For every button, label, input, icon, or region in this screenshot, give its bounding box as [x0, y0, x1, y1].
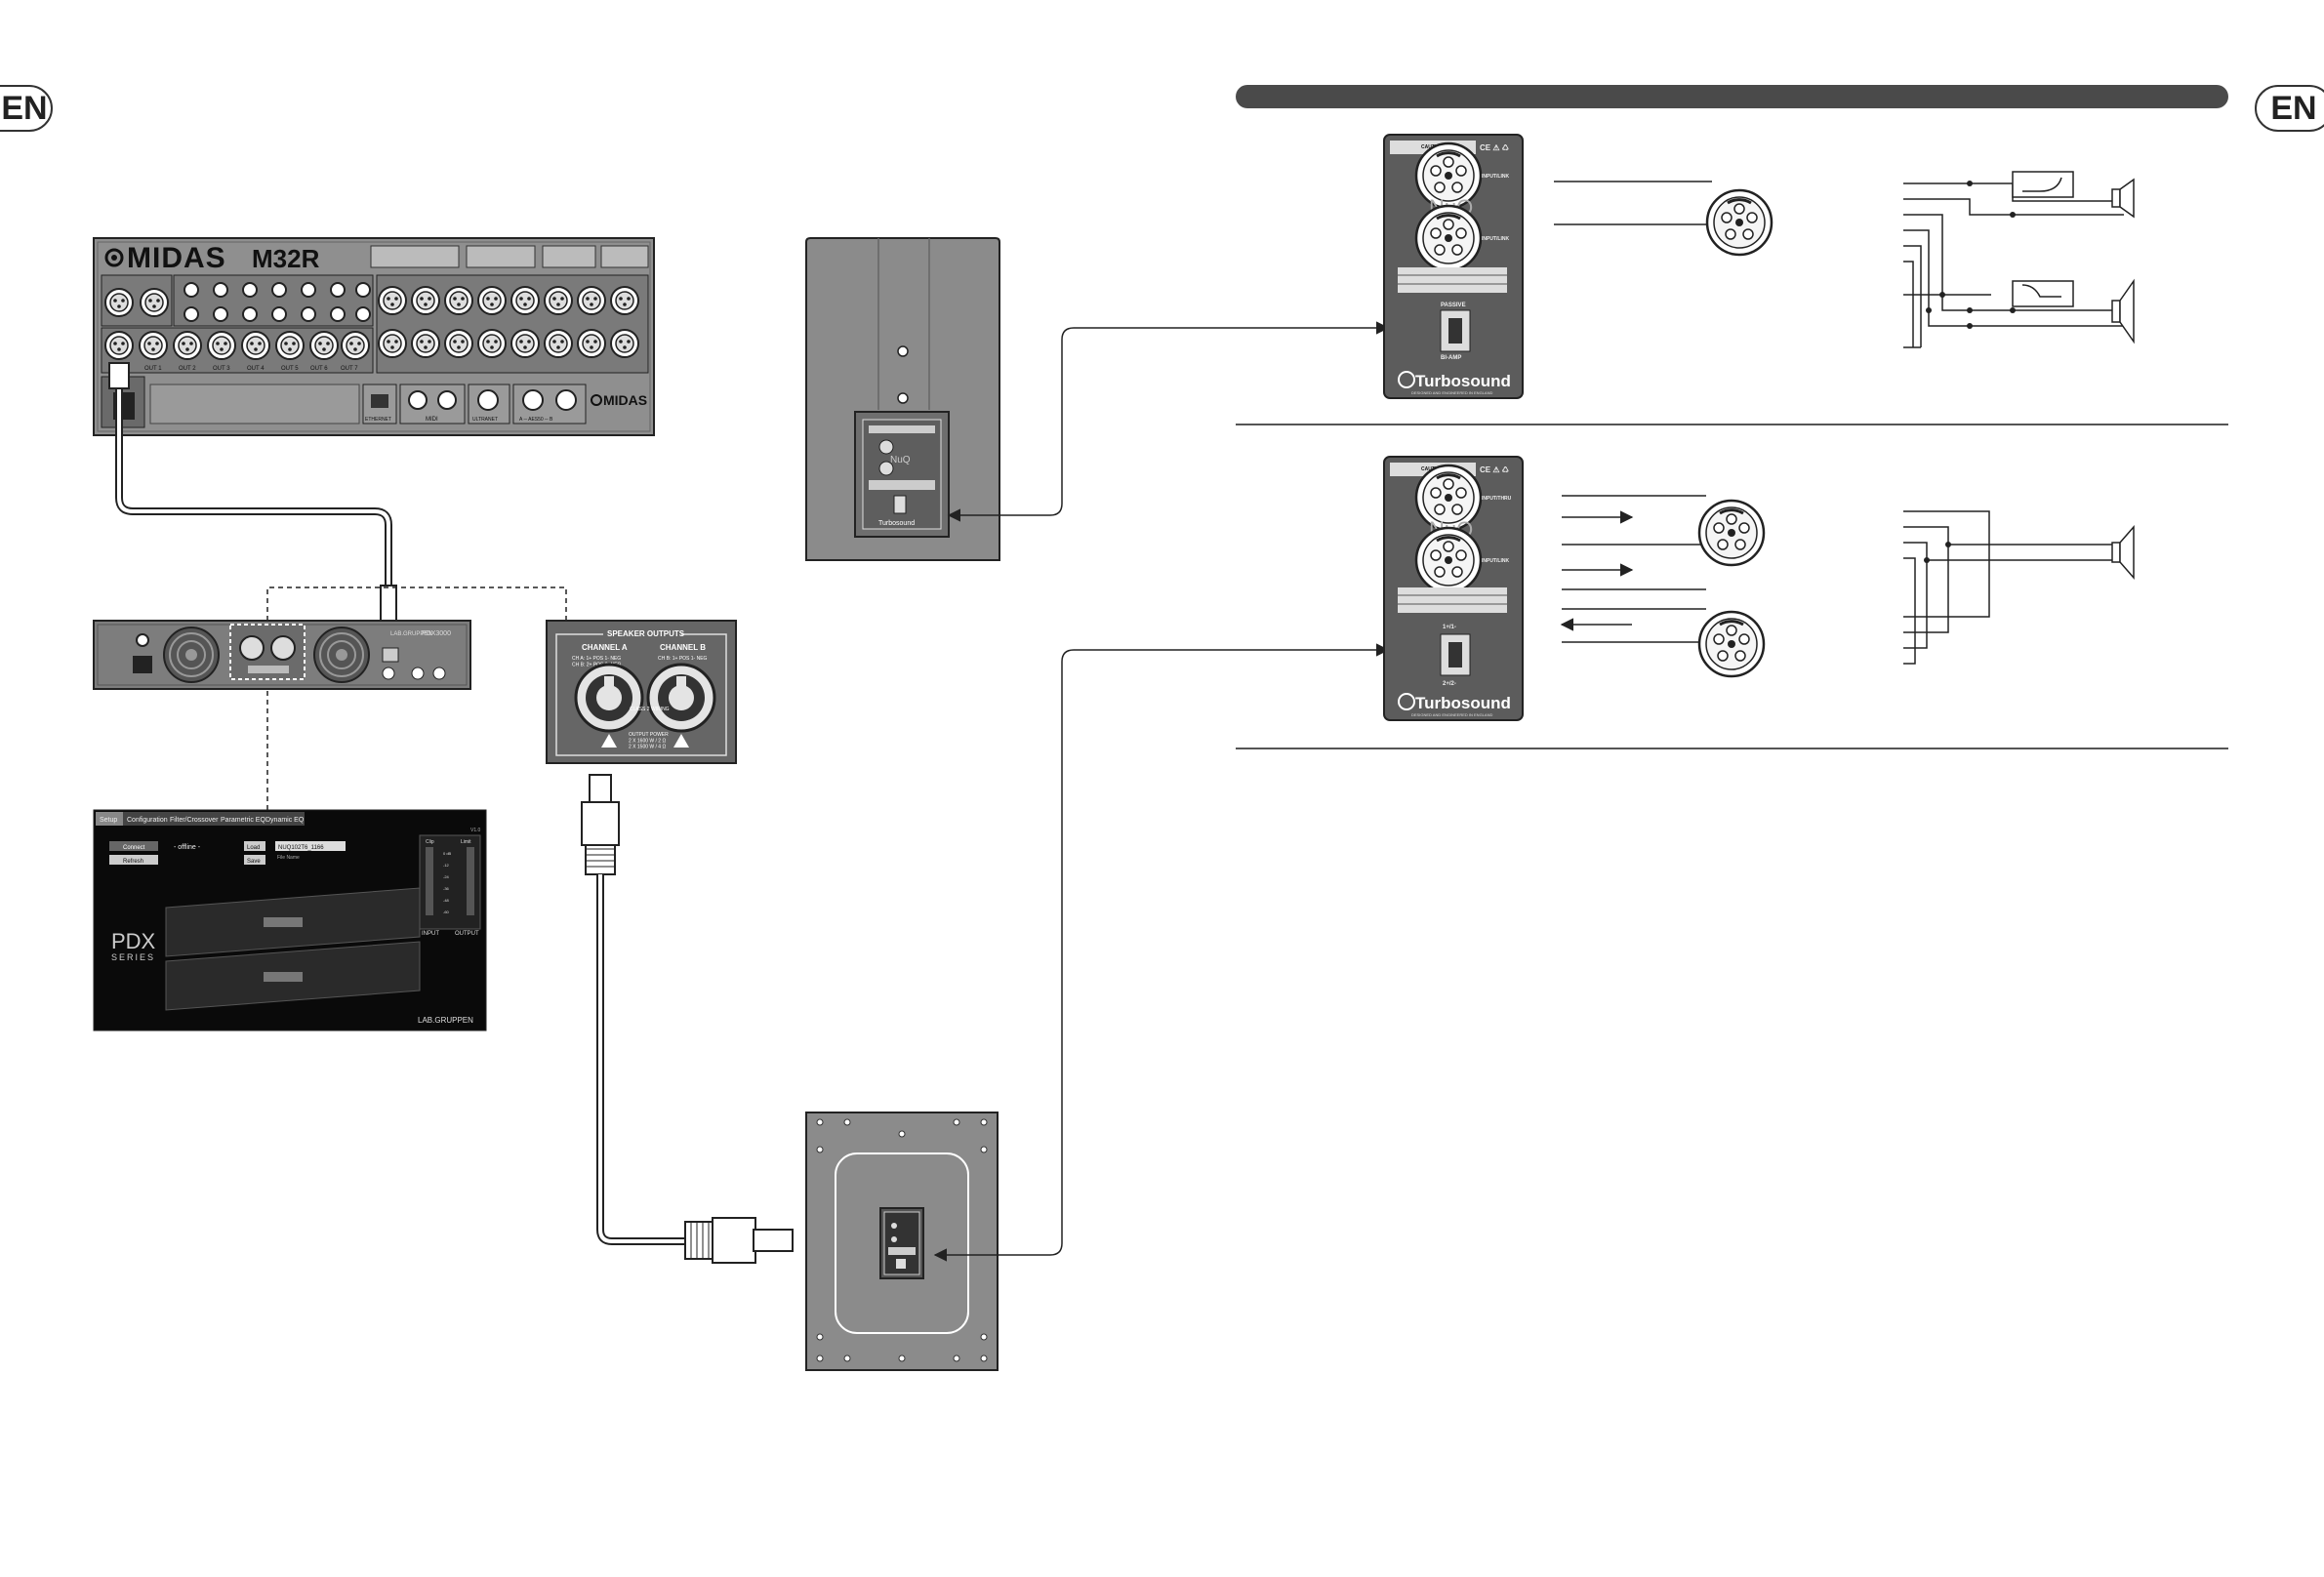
software-filename-input[interactable] [275, 841, 346, 851]
panel1-switch-bottom: BI-AMP [1441, 355, 1461, 361]
small-panel-brand: NuQ [890, 455, 911, 465]
mixer-brand-small: MIDAS [603, 392, 647, 408]
software-status: - offline - [174, 844, 201, 851]
meter-limit-label: Limit [461, 839, 471, 845]
meter-tick-5: -60 [443, 910, 450, 914]
wiring-diagram-2 [1560, 495, 2135, 678]
software-refresh-button[interactable] [109, 855, 158, 865]
section-divider-2 [1236, 748, 2228, 749]
meter-input-label: INPUT [422, 931, 439, 937]
panel2-switch-bottom: 2+/2- [1443, 681, 1456, 687]
software-connect-label: Connect [123, 845, 145, 851]
software-tab-setup[interactable]: Setup [100, 817, 117, 824]
language-badge-left: EN [0, 85, 53, 132]
amplifier-rear-panel: LAB.GRUPPEN PDX3000 [93, 620, 471, 690]
panel1-switch-top: PASSIVE [1441, 303, 1466, 308]
amplifier-brand: LAB.GRUPPEN [390, 631, 432, 637]
usb-plug-amp [380, 585, 397, 622]
speaker-outputs-panel: SPEAKER OUTPUTS CHANNEL A CHANNEL B CH A… [546, 620, 737, 764]
panel1-maker: Turbosound [1415, 372, 1511, 390]
aes-out-label-2: OUT 2 [179, 366, 196, 372]
mixer-rear-panel: MIDAS M32R OUT 1 OUT 2 OUT 3 OUT 4 OUT 5… [93, 237, 655, 436]
software-screenshot: Setup Configuration Filter/Crossover Par… [93, 809, 487, 1031]
small-panel-maker: Turbosound [878, 520, 915, 527]
section-header-bar [1236, 85, 2228, 108]
panel1-ce-marks: CE ⚠ ♺ [1480, 143, 1509, 152]
input-panel-switchable: CAUTION CE ⚠ ♺ INPUT/THRU NuQ INPUT/LINK… [1383, 456, 1524, 721]
software-tab-filter[interactable]: Filter/Crossover [170, 817, 219, 824]
software-tab-peq[interactable]: Parametric EQ [221, 817, 265, 824]
panel2-speakon-2 [1414, 526, 1483, 594]
software-connect-button[interactable] [109, 841, 158, 851]
wiring2-connector-1 [1697, 499, 1766, 567]
meter-clip-label: Clip [426, 839, 434, 845]
section-divider-1 [1236, 424, 2228, 425]
panel1-input1: INPUT/LINK [1482, 174, 1509, 180]
aes-out-label-7: OUT 7 [341, 366, 358, 372]
panel2-footer: DESIGNED AND ENGINEERED IN ENGLAND [1411, 712, 1492, 717]
software-filename: NUQ102T6_1166 [278, 845, 324, 851]
language-badge-right: EN [2255, 85, 2324, 132]
panel2-switch-top: 1+/1- [1443, 625, 1456, 630]
callout-arrow-subwoofer [933, 643, 1390, 1262]
panel1-speakon-2 [1414, 204, 1483, 272]
port-midi-label: MIDI [426, 417, 438, 423]
software-filename-label: File Name [277, 855, 300, 861]
channel-b-pins: CH B: 1+ POS 1- NEG [658, 656, 708, 662]
software-save-label: Save [247, 859, 261, 865]
software-product: PDX [111, 929, 156, 953]
software-brand: LAB.GRUPPEN [418, 1016, 473, 1025]
subwoofer-cabinet [805, 1112, 999, 1371]
aes-out-label-6: OUT 6 [310, 366, 328, 372]
software-tab-deq[interactable]: Dynamic EQ [265, 817, 305, 824]
software-tab-configuration[interactable]: Configuration [127, 817, 168, 824]
panel2-input2: INPUT/LINK [1482, 558, 1509, 564]
mixer-model: M32R [252, 244, 320, 273]
meter-tick-4: -48 [443, 898, 450, 903]
software-refresh-label: Refresh [123, 859, 143, 865]
aes-out-label-4: OUT 4 [247, 366, 265, 372]
panel1-input2: INPUT/LINK [1482, 236, 1509, 242]
speaker-outputs-title: SPEAKER OUTPUTS [607, 629, 685, 638]
software-version: V1.0 [470, 828, 481, 833]
aes-out-label-3: OUT 3 [213, 366, 230, 372]
software-save-button[interactable] [244, 855, 265, 865]
input-panel-passive-biamp: CAUTION CE ⚠ ♺ INPUT/LINK NuQ INPUT/LINK… [1383, 134, 1524, 399]
wiring2-connector-2 [1697, 610, 1766, 678]
meter-tick-3: -36 [443, 886, 450, 891]
port-ultranet-label: ULTRANET [472, 417, 498, 423]
callout-arrow-top-speaker [947, 321, 1390, 522]
panel2-input1: INPUT/THRU [1482, 496, 1512, 502]
software-product-sub: SERIES [111, 952, 155, 962]
callout-dashed-lines [266, 586, 567, 810]
port-ethernet-label: ETHERNET [365, 417, 391, 423]
meter-tick-0: 0 dB [443, 851, 452, 856]
channel-a-label: CHANNEL A [582, 643, 628, 652]
channel-b-label: CHANNEL B [660, 643, 706, 652]
aes-out-label-1: OUT 1 [144, 366, 162, 372]
meter-output-label: OUTPUT [455, 931, 479, 937]
amplifier-model: PDX3000 [422, 630, 451, 637]
usb-plug-mixer [108, 362, 130, 389]
wiring1-connector [1705, 188, 1774, 257]
speakon-cable-amp-to-sub [581, 774, 794, 1264]
wiring-diagram-1 [1554, 171, 2135, 348]
software-load-label: Load [247, 845, 260, 851]
panel2-maker: Turbosound [1415, 694, 1511, 712]
wiring-class-label: CLASS 2 WIRING [630, 707, 670, 712]
aes-out-label-5: OUT 5 [281, 366, 299, 372]
panel2-ce-marks: CE ⚠ ♺ [1480, 465, 1509, 474]
port-aes50-label: A ─ AES50 ─ B [519, 417, 553, 423]
meter-tick-2: -24 [443, 874, 450, 879]
software-load-button[interactable] [244, 841, 265, 851]
mixer-brand: MIDAS [127, 242, 226, 274]
top-speaker-cabinet: NuQ Turbosound [805, 237, 1000, 561]
meter-tick-1: -12 [443, 863, 450, 868]
panel1-footer: DESIGNED AND ENGINEERED IN ENGLAND [1411, 390, 1492, 395]
